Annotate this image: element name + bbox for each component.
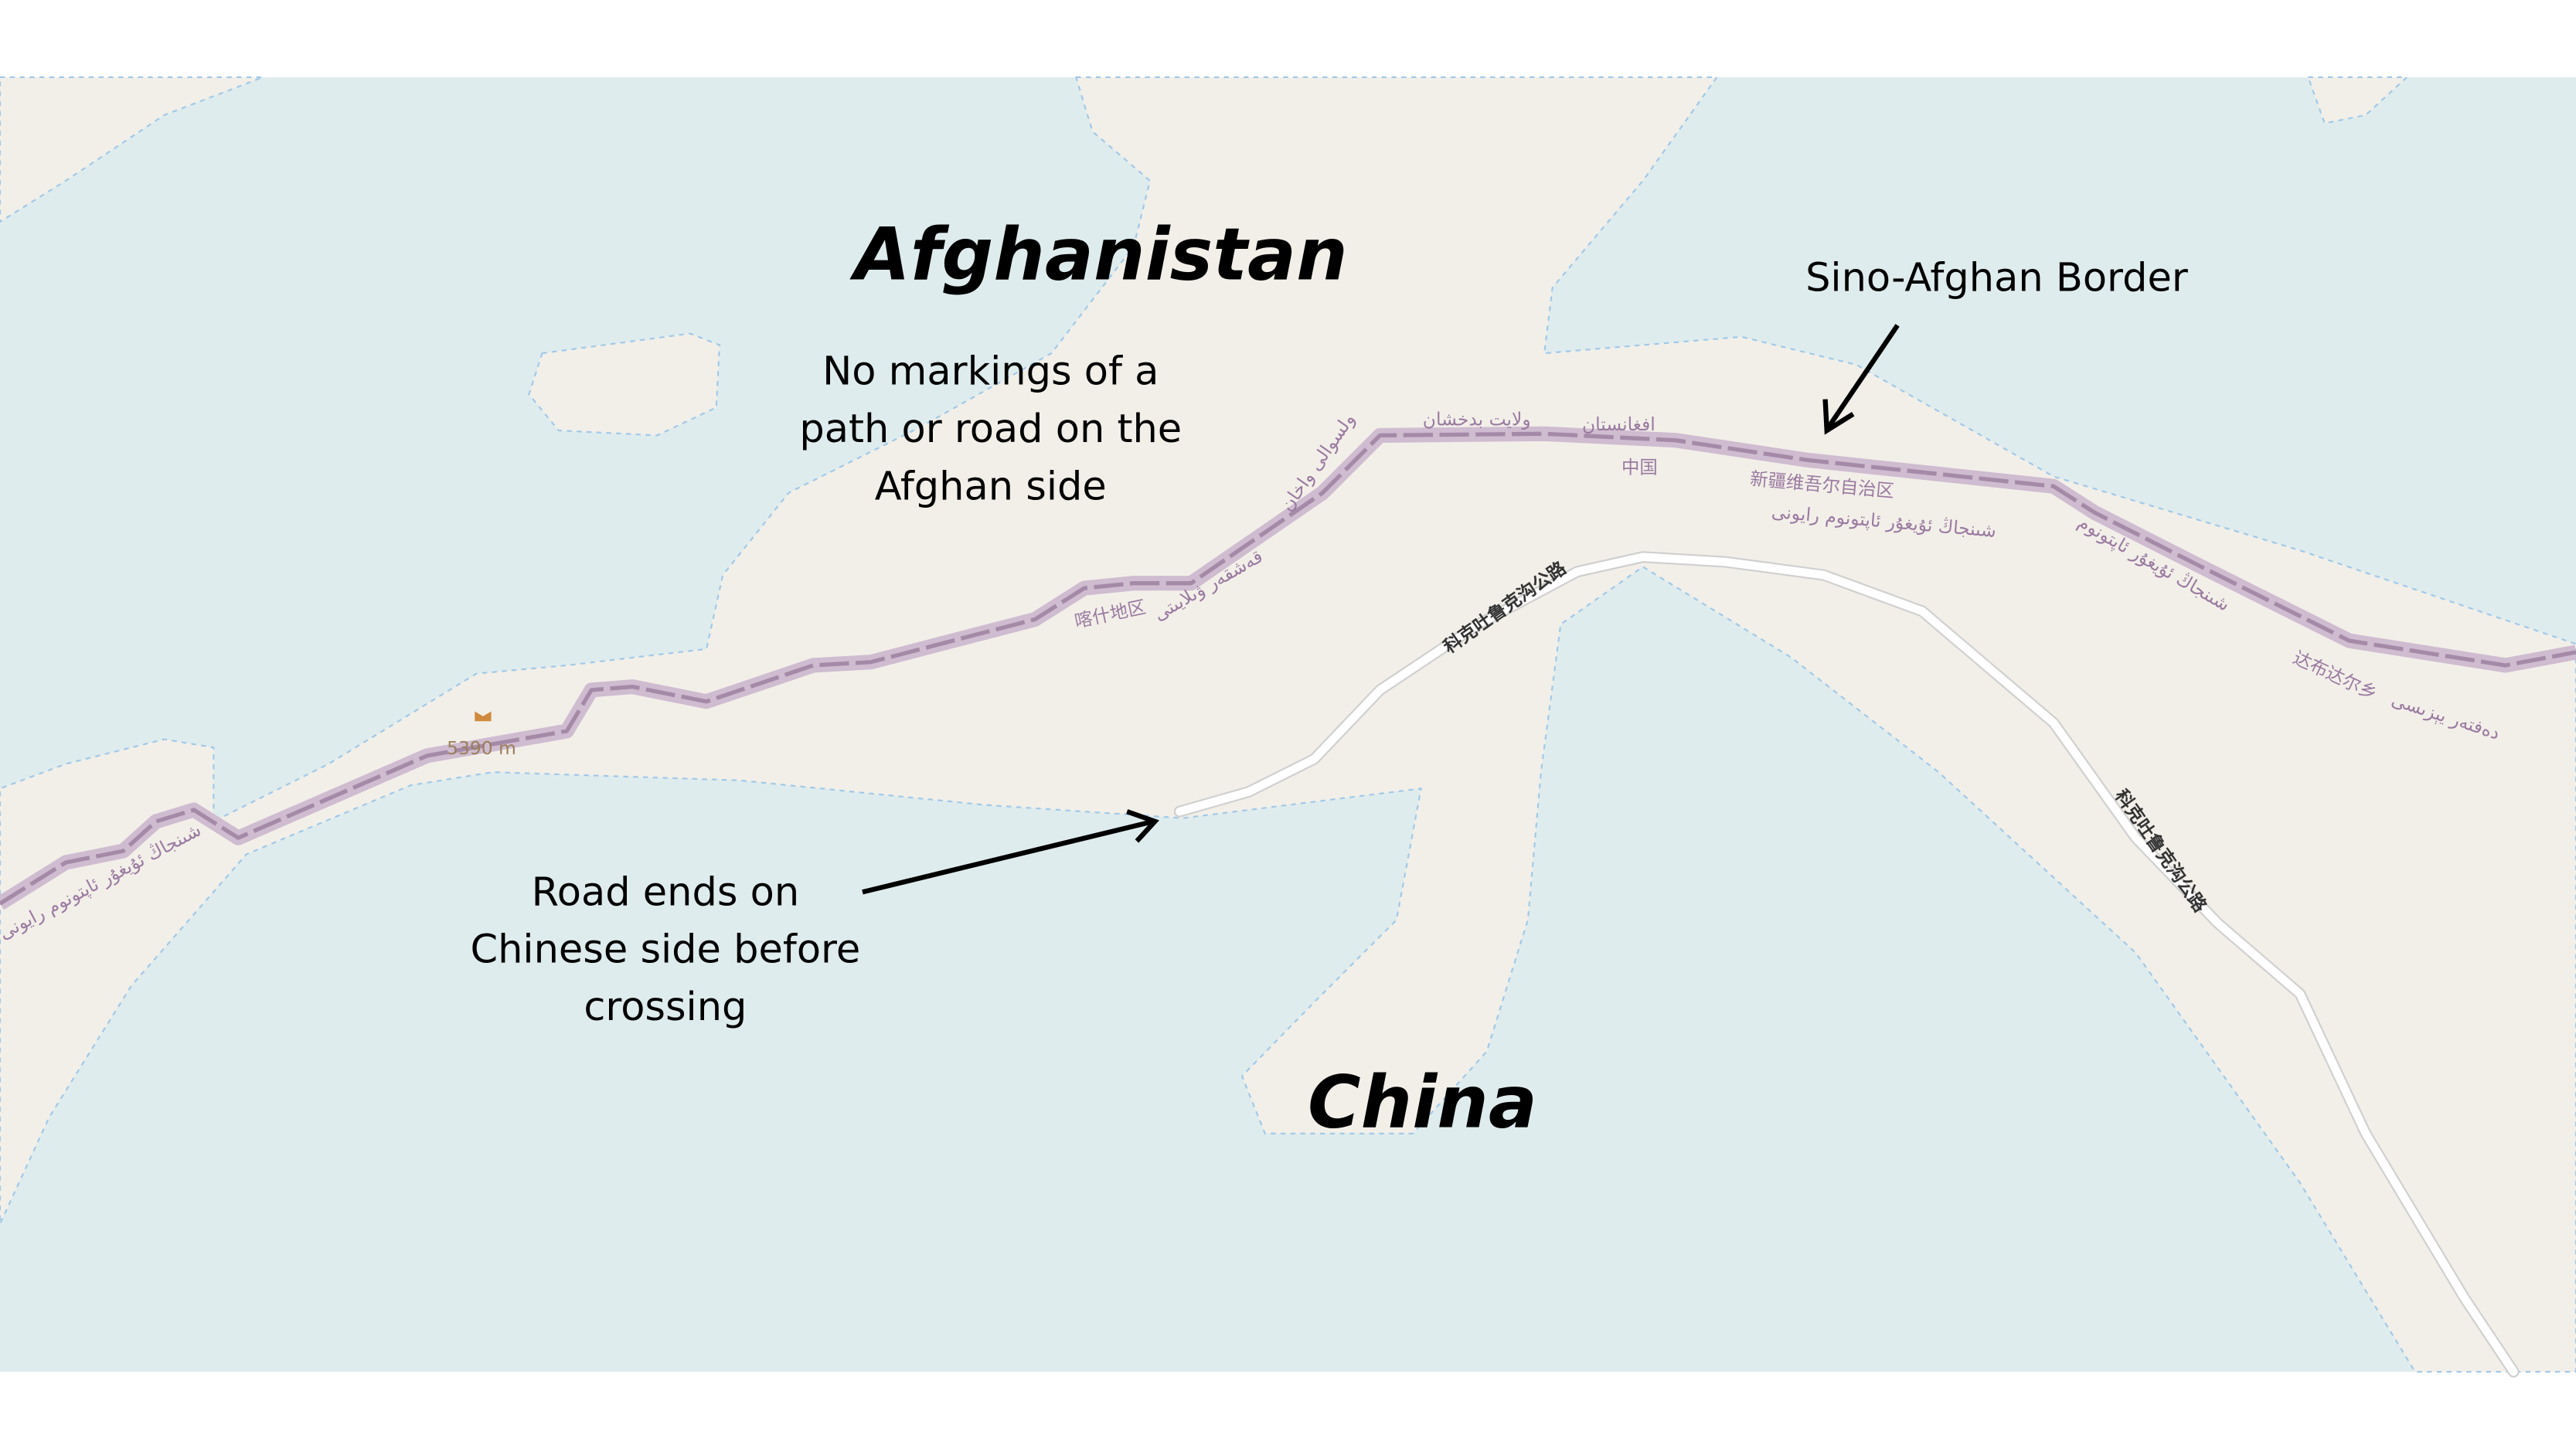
road-china — [1173, 551, 2520, 1378]
label-afghanistan-local: افغانستان — [1582, 413, 1656, 435]
map-view[interactable]: ولسوالی واخان ولایت بدخشان افغانستان 中国 … — [0, 76, 2576, 1378]
svg-text:Afghan side: Afghan side — [875, 464, 1107, 509]
land-top-left — [0, 76, 264, 223]
peak-elevation-label: 5390 m — [447, 737, 516, 759]
annotation-road-ends: Road ends on Chinese side before crossin… — [470, 869, 860, 1030]
annotation-no-markings: No markings of a path or road on the Afg… — [799, 349, 1182, 509]
svg-text:path or road on the: path or road on the — [799, 406, 1182, 452]
land-main — [0, 76, 2576, 1373]
island-west — [528, 332, 721, 437]
label-badakhshan: ولایت بدخشان — [1423, 409, 1531, 430]
land-top-right — [2307, 76, 2409, 124]
annotation-border: Sino-Afghan Border — [1805, 255, 2188, 301]
country-label-china: China — [1308, 1060, 1537, 1145]
country-label-afghanistan: Afghanistan — [849, 213, 1347, 297]
label-china-zh: 中国 — [1621, 456, 1658, 478]
svg-text:Chinese side before: Chinese side before — [470, 927, 860, 973]
mountain-peak-icon — [475, 711, 492, 722]
sino-afghan-border-line — [0, 426, 2576, 910]
svg-text:Road ends on: Road ends on — [532, 869, 800, 915]
arrow-road-end — [862, 809, 1159, 895]
svg-text:No markings of a: No markings of a — [822, 349, 1159, 394]
arrow-border — [1822, 324, 1900, 435]
svg-text:crossing: crossing — [584, 985, 747, 1030]
